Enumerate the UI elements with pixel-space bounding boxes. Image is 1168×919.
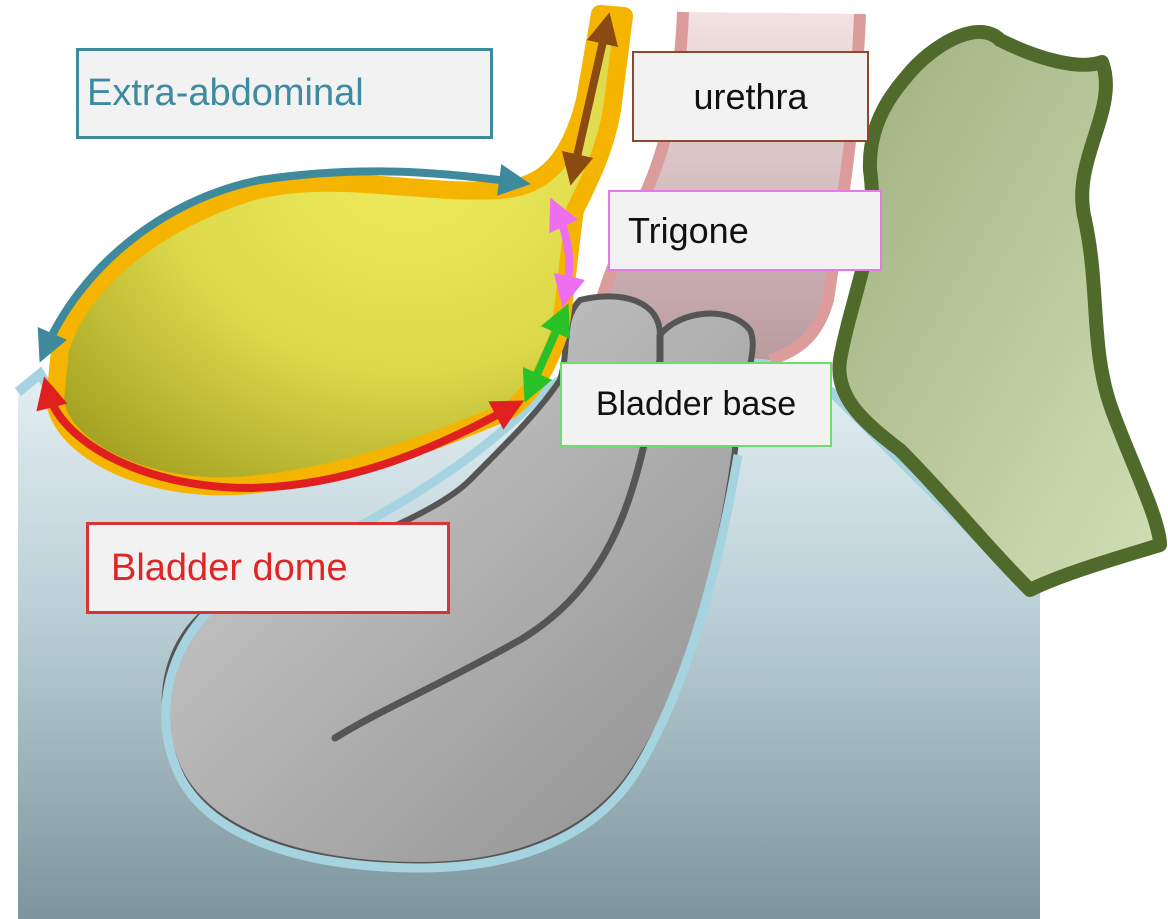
urethra-label: urethra xyxy=(693,76,807,118)
trigone-label-box: Trigone xyxy=(608,190,882,271)
bladder-base-label-box: Bladder base xyxy=(560,362,832,447)
bladder-base-label: Bladder base xyxy=(596,385,796,424)
bladder-dome-label: Bladder dome xyxy=(111,547,348,590)
urethra-label-box: urethra xyxy=(632,51,869,142)
bladder-dome-label-box: Bladder dome xyxy=(86,522,450,614)
trigone-label: Trigone xyxy=(628,210,749,252)
extra-abdominal-label-box: Extra-abdominal xyxy=(76,48,493,139)
extra-abdominal-label: Extra-abdominal xyxy=(87,72,364,115)
